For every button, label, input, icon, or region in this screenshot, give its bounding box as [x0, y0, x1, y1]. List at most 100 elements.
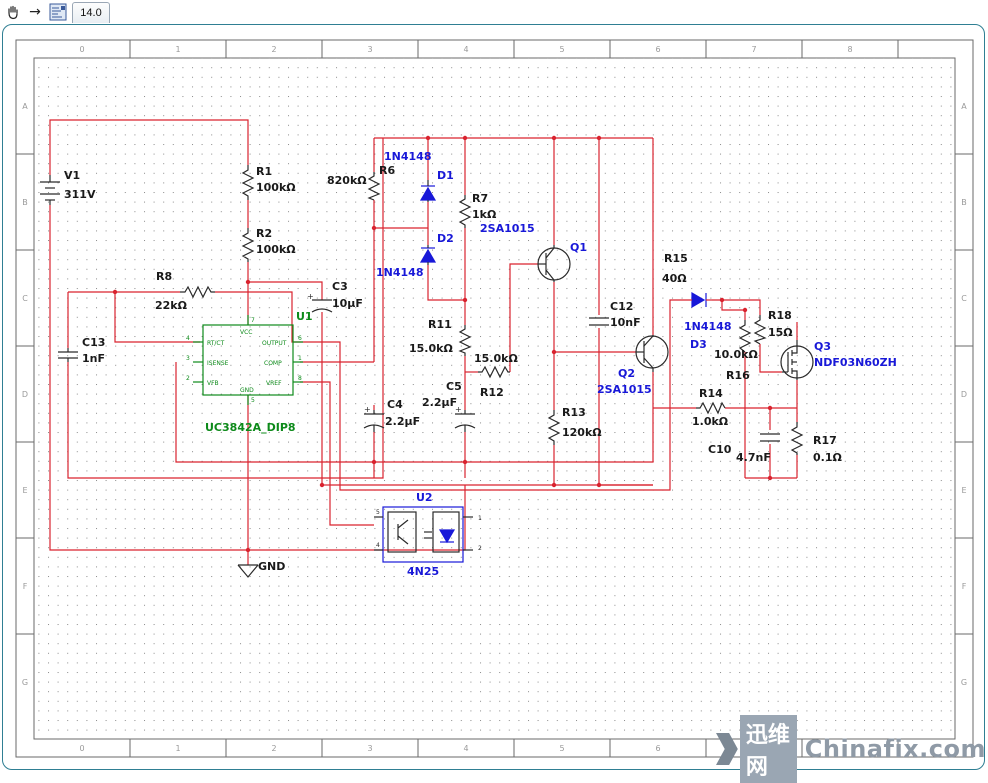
hand-icon[interactable]	[2, 2, 24, 22]
label-q2-ref: Q2	[618, 367, 635, 380]
label-r17-value: 0.1Ω	[813, 451, 842, 464]
col-label-bottom-0: 0	[79, 744, 84, 753]
label-r15-ref: R15	[664, 252, 688, 265]
label-r15-value: 40Ω	[662, 272, 687, 285]
label-r18-value: 15Ω	[768, 326, 793, 339]
label-v1-ref: V1	[64, 169, 80, 182]
row-label-right-D: D	[961, 390, 967, 399]
label-r1-ref: R1	[256, 165, 272, 178]
label-r6-ref: R6	[379, 164, 395, 177]
row-label-C: C	[22, 294, 28, 303]
u1-pinnum-1: 1	[298, 355, 302, 362]
u1-pinnum-7: 7	[251, 317, 255, 324]
label-c3-ref: C3	[332, 280, 348, 293]
row-label-right-C: C	[961, 294, 967, 303]
row-label-right-B: B	[961, 198, 967, 207]
label-u2-ref: U2	[416, 491, 433, 504]
label-r16-value: 10.0kΩ	[714, 348, 758, 361]
row-label-right-G: G	[961, 678, 967, 687]
arrow-label: →	[29, 4, 41, 20]
label-q1-value: 2SA1015	[480, 222, 535, 235]
optocoupler-led-icon	[438, 529, 456, 544]
col-label-1: 1	[175, 45, 180, 54]
battery-icon	[40, 175, 60, 205]
resistor-r12-icon	[478, 365, 510, 379]
u1-pin-isense: ISENSE	[207, 360, 229, 367]
capacitor-c3-icon	[311, 299, 333, 313]
resistor-r11-icon	[458, 325, 472, 356]
u1-pin-rtct: RT/CT	[207, 340, 225, 347]
label-q3-value: NDF03N60ZH	[814, 356, 897, 369]
svg-text:+: +	[364, 405, 371, 414]
col-label-bottom-1: 1	[175, 744, 180, 753]
label-r17-ref: R17	[813, 434, 837, 447]
label-r18-ref: R18	[768, 309, 792, 322]
label-r7-ref: R7	[472, 192, 488, 205]
u1-pinnum-5: 5	[251, 397, 255, 404]
label-c13-ref: C13	[82, 336, 105, 349]
label-r7-value: 1kΩ	[472, 208, 497, 221]
label-d1-value: 1N4148	[384, 150, 431, 163]
resistor-r18-icon	[753, 315, 767, 345]
label-c4-ref: C4	[387, 398, 403, 411]
component-icon[interactable]	[48, 2, 68, 22]
resistor-r2-icon	[241, 228, 255, 262]
diodes	[419, 180, 712, 309]
label-c12-value: 10nF	[610, 316, 641, 329]
u2-pinnum-2: 2	[478, 545, 482, 552]
components	[40, 165, 814, 578]
label-c5-value: 2.2µF	[422, 396, 457, 409]
u1-pin-vfb: VFB	[207, 380, 219, 387]
capacitor-c4-icon	[363, 410, 385, 432]
svg-text:+: +	[307, 292, 314, 301]
resistor-r14-icon	[696, 401, 726, 415]
u1-pinnum-6: 6	[298, 335, 302, 342]
label-c3-value: 10µF	[332, 297, 363, 310]
label-r12-value: 15.0kΩ	[474, 352, 518, 365]
label-d3-value: 1N4148	[684, 320, 731, 333]
version-tab[interactable]: 14.0	[72, 2, 110, 23]
row-label-right-F: F	[962, 582, 967, 591]
col-label-2: 2	[271, 45, 276, 54]
u1-pin-output: OUTPUT	[262, 340, 287, 347]
label-q2-value: 2SA1015	[597, 383, 652, 396]
col-label-3: 3	[367, 45, 372, 54]
label-gnd: GND	[258, 560, 285, 573]
label-c10-ref: C10	[708, 443, 732, 456]
junctions	[112, 135, 773, 553]
label-r16-ref: R16	[726, 369, 750, 382]
u2-pinnum-5: 5	[376, 509, 380, 516]
label-r2-ref: R2	[256, 227, 272, 240]
col-label-bottom-2: 2	[271, 744, 276, 753]
col-label-8: 8	[847, 45, 852, 54]
u1-pin-vcc: VCC	[240, 329, 252, 336]
watermark: 迅维网 Chinafix.com	[712, 715, 986, 783]
label-r2-value: 100kΩ	[256, 243, 296, 256]
label-q1-ref: Q1	[570, 241, 587, 254]
label-c5-ref: C5	[446, 380, 462, 393]
border-ticks	[16, 40, 973, 757]
label-u1-value: UC3842A_DIP8	[205, 421, 296, 434]
label-r11-ref: R11	[428, 318, 452, 331]
label-r11-value: 15.0kΩ	[409, 342, 453, 355]
label-r13-value: 120kΩ	[562, 426, 602, 439]
transistor-q2-icon	[635, 335, 669, 372]
u1-pinnum-3: 3	[186, 355, 190, 362]
label-r6-value: 820kΩ	[327, 174, 367, 187]
watermark-en: Chinafix.com	[804, 735, 986, 763]
u1-pin-gnd: GND	[240, 387, 254, 394]
col-label-bottom-6: 6	[655, 744, 660, 753]
u1-pin-vref: VREF	[266, 380, 282, 387]
optocoupler-u2-body	[382, 506, 464, 563]
hand-icon-glyph	[8, 5, 18, 20]
resistor-r6-icon	[367, 172, 381, 201]
label-r8-ref: R8	[156, 270, 172, 283]
u1-pin-comp: COMP	[264, 360, 282, 367]
label-r14-ref: R14	[699, 387, 723, 400]
row-label-B: B	[22, 198, 28, 207]
label-r8-value: 22kΩ	[155, 299, 188, 312]
u2-pinnum-1: 1	[478, 515, 482, 522]
label-c12-ref: C12	[610, 300, 633, 313]
row-label-A: A	[22, 102, 28, 111]
